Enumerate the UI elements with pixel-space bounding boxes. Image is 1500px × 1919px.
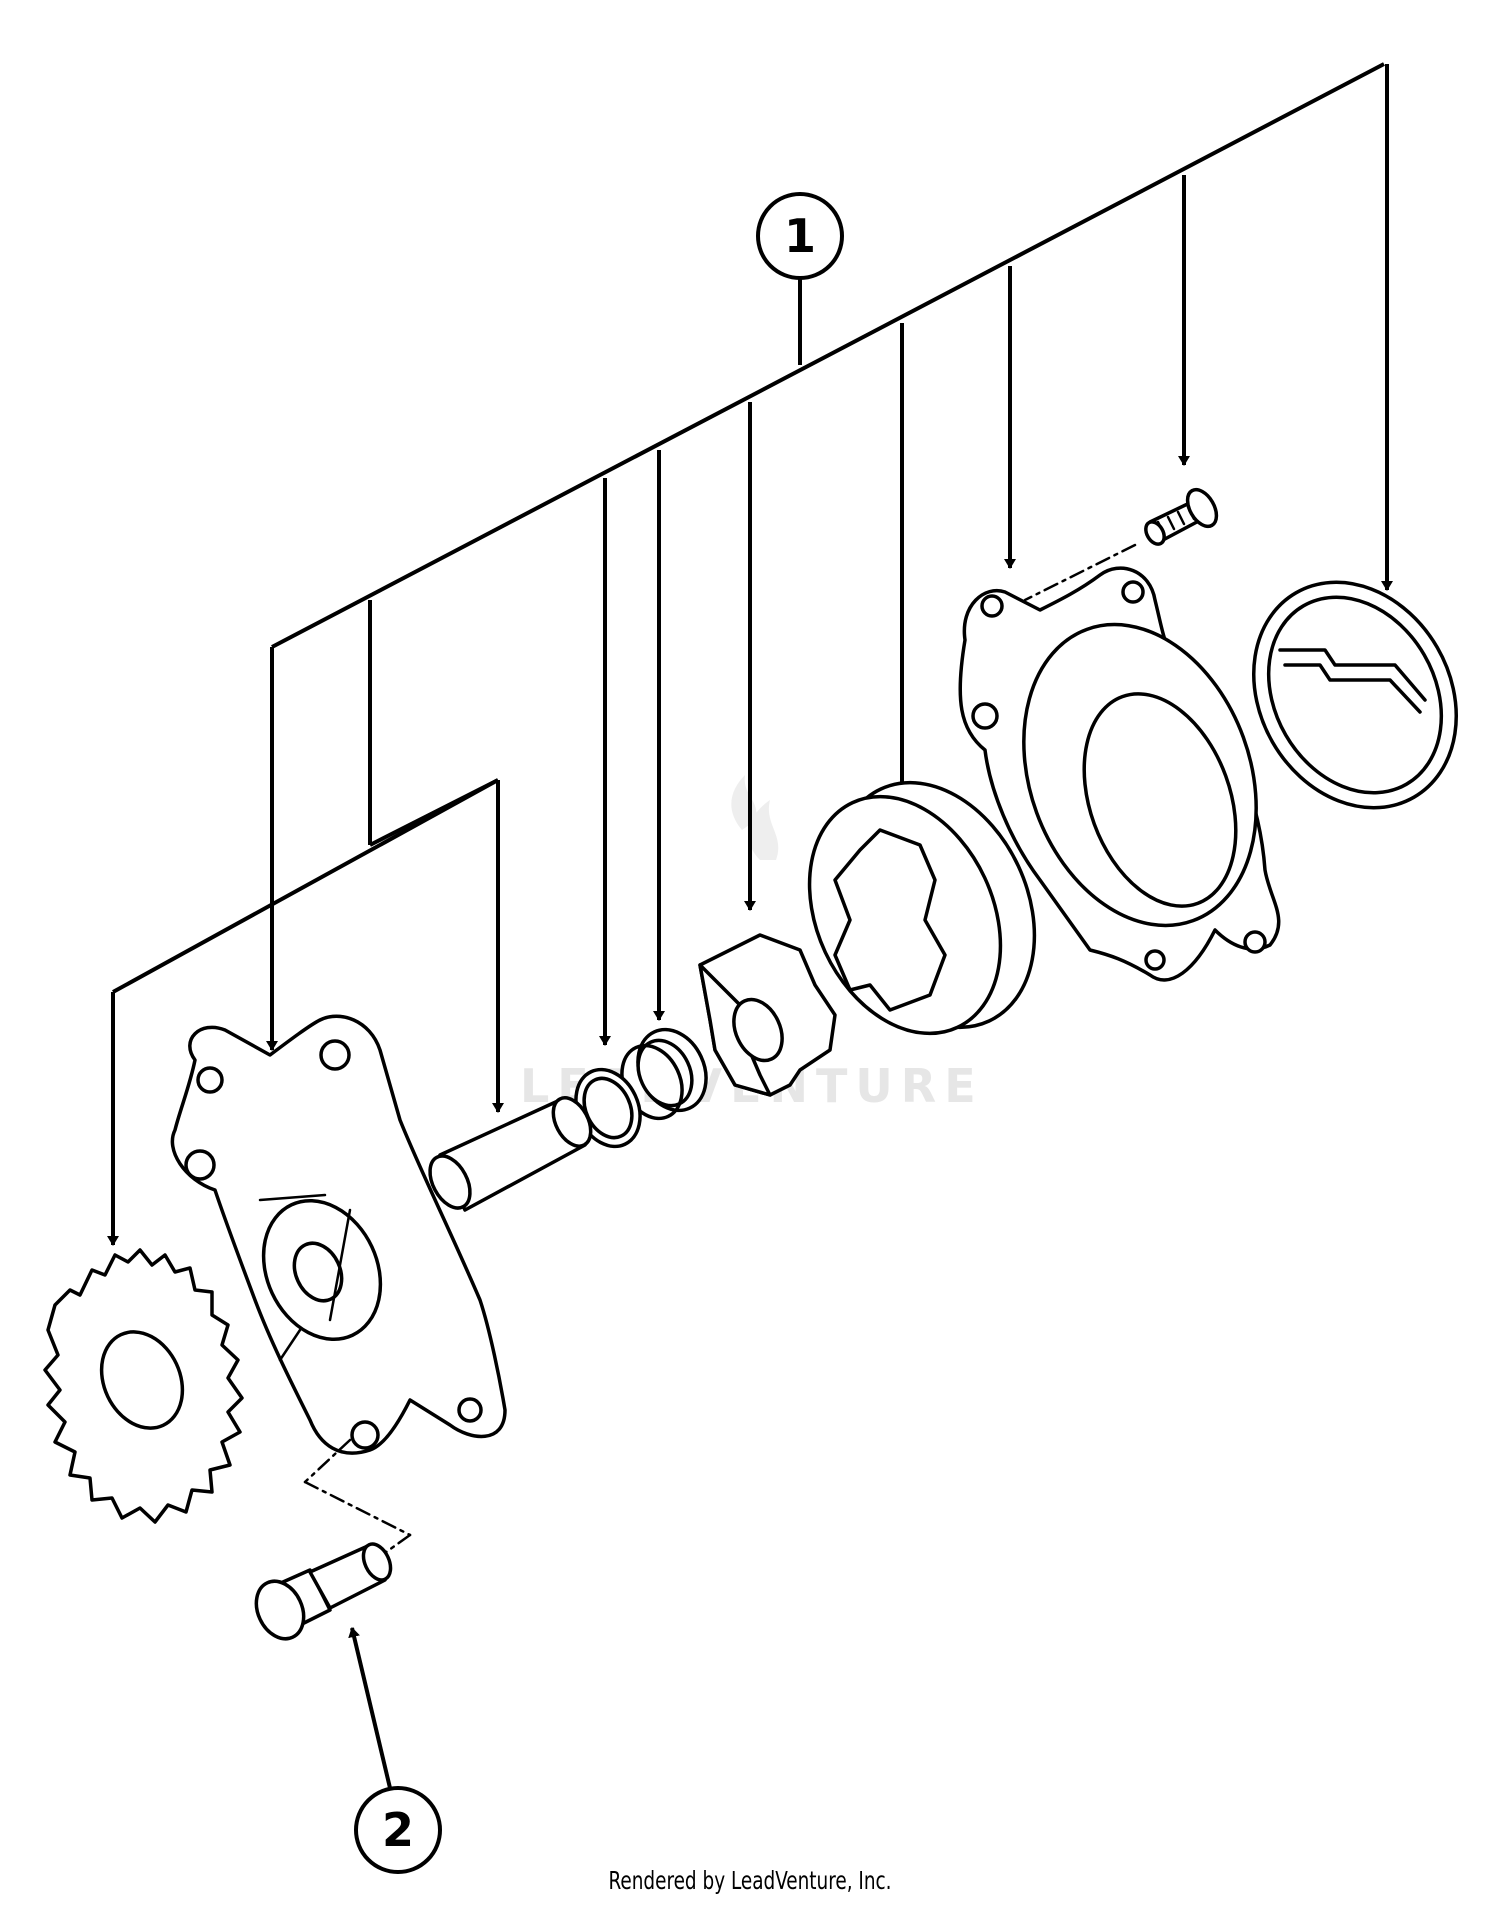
callout-2-label: 2 — [382, 1803, 414, 1857]
shaft-pin-part — [428, 1096, 593, 1212]
watermark-logo-icon — [731, 775, 779, 860]
small-screw-part — [1023, 487, 1219, 602]
pump-cover-part — [958, 566, 1281, 982]
washer-2-part — [620, 1027, 708, 1121]
outer-rotor-part — [807, 780, 1037, 1036]
callout-1-label: 1 — [784, 209, 816, 263]
pump-housing-part — [170, 1014, 507, 1562]
callout-1-leaders — [107, 62, 1393, 1246]
drive-gear-part — [43, 1248, 244, 1524]
inner-rotor-part — [698, 933, 837, 1097]
callout-1[interactable]: 1 — [756, 192, 844, 280]
callout-2[interactable]: 2 — [354, 1786, 442, 1874]
callout-2-leader — [348, 1627, 392, 1789]
washer-1-part — [574, 1067, 642, 1149]
o-ring-part — [1252, 580, 1458, 810]
footer-credit: Rendered by LeadVenture, Inc. — [608, 1866, 892, 1895]
housing-bolt-part — [254, 1542, 393, 1641]
